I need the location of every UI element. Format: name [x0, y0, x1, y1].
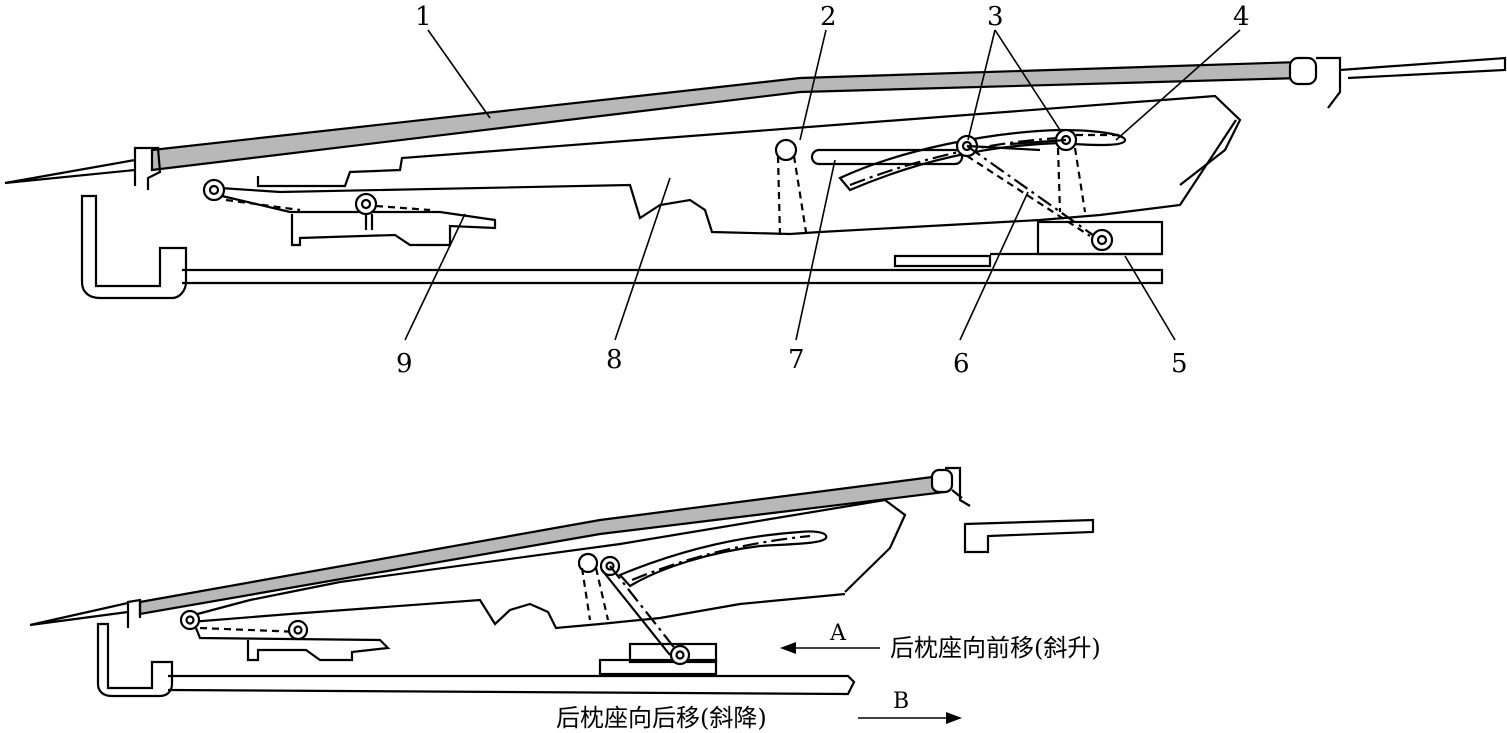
- callout-leaders: [404, 29, 1241, 341]
- panel-end-cap-tilted: [930, 468, 954, 494]
- roof-panel: [150, 60, 1302, 172]
- callout-1: 1: [415, 2, 432, 32]
- front-housing-tilted: [96, 622, 174, 698]
- link-2: [776, 155, 808, 237]
- lever-4-tilted-dash: [631, 534, 811, 582]
- carrier-body-tilted: [189, 592, 846, 630]
- link-6-tilted: [609, 565, 681, 656]
- callout-3: 3: [987, 2, 1004, 32]
- roof-panel-tilted: [138, 474, 947, 616]
- pivot-9a-inner: [208, 184, 220, 196]
- rear-roof-fixed: [963, 518, 1095, 554]
- guide-rail-tilted: [167, 674, 856, 696]
- callout-6: 6: [953, 349, 970, 379]
- callout-9: 9: [396, 349, 413, 379]
- arrow-b-head: [946, 712, 962, 724]
- guide-slot-7: [810, 148, 964, 166]
- callout-7: 7: [788, 345, 805, 375]
- arrow-b-letter: B: [893, 689, 909, 714]
- link-3-dashes: [1056, 133, 1120, 213]
- link-2-tilted: [580, 567, 610, 621]
- arrow-a-letter: A: [829, 621, 847, 646]
- callout-8: 8: [606, 345, 623, 375]
- lever-9-stem: [364, 214, 374, 230]
- lever-4-dash: [849, 136, 1061, 187]
- lever-4: [838, 128, 1127, 192]
- arrow-a-caption: 后枕座向前移(斜升): [890, 634, 1101, 662]
- lever-9-tilted-dash: [199, 626, 301, 634]
- lever-9-tilted: [194, 627, 391, 662]
- link-6-tilted-b: [601, 569, 671, 656]
- upper-guide-tilted: [189, 498, 907, 618]
- pivot-9b-inner: [360, 198, 372, 210]
- carrier-body: [219, 119, 1237, 236]
- motion-arrows: A 后枕座向前移(斜升) B 后枕座向后移(斜降): [556, 621, 1101, 732]
- arrow-b-caption: 后枕座向后移(斜降): [556, 704, 767, 732]
- pivot-5-inner: [1096, 234, 1108, 246]
- link-6: [966, 145, 1101, 241]
- rear-bracket: [1316, 56, 1507, 109]
- upper-guide: [256, 94, 1242, 188]
- guide-rail: [182, 252, 1164, 285]
- front-housing: [80, 194, 188, 300]
- front-roof-edge: [4, 158, 136, 185]
- lever-9-dash: [225, 198, 301, 212]
- pivot-2-tilted: [577, 552, 599, 574]
- link-3: [966, 138, 1067, 152]
- callout-5: 5: [1171, 349, 1188, 379]
- pivot-9a-tilted-inner: [185, 615, 195, 625]
- front-seal-tilted: [126, 598, 142, 628]
- callout-2: 2: [820, 2, 837, 32]
- lever-4-tilted: [618, 530, 828, 588]
- arrow-a-head: [780, 642, 796, 654]
- top-mechanism: [4, 56, 1507, 300]
- pivot-2: [774, 138, 798, 162]
- callout-numbers: 1 2 3 4 5 6 7 8 9: [396, 2, 1250, 379]
- callout-4: 4: [1233, 2, 1250, 32]
- bottom-mechanism: [29, 466, 1095, 698]
- rear-bracket-tilted: [945, 466, 971, 507]
- slide-base-tilted: [598, 658, 718, 676]
- front-seal: [133, 146, 162, 190]
- pivot-5-tilted-inner: [675, 650, 685, 660]
- lever-9-dash2: [375, 204, 431, 212]
- front-edge-tilted: [29, 601, 129, 627]
- panel-end-cap: [1288, 56, 1318, 86]
- pivot-9b-tilted-inner: [293, 625, 303, 635]
